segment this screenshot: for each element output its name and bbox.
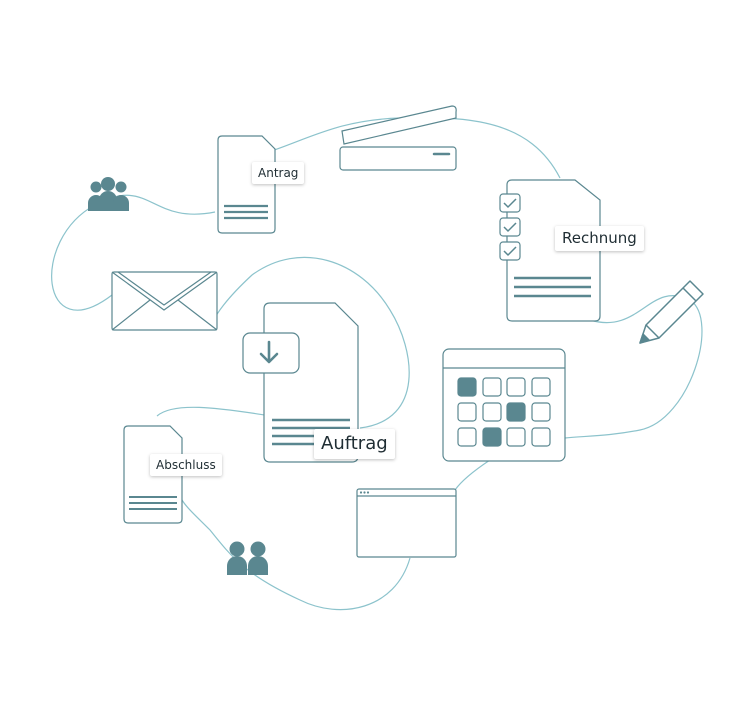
calendar-icon: [442, 348, 566, 462]
document-antrag-icon: [217, 135, 276, 234]
download-document-icon: [242, 302, 359, 463]
label-rechnung: Rechnung: [555, 226, 644, 251]
group-people-icon: [88, 177, 129, 211]
invoice-checklist-icon: [499, 179, 601, 322]
browser-window-icon: [356, 488, 457, 558]
label-antrag: Antrag: [252, 162, 305, 184]
label-auftrag: Auftrag: [314, 429, 395, 459]
pencil-icon: [639, 280, 704, 344]
two-people-icon: [227, 541, 268, 575]
scanner-icon: [339, 105, 457, 171]
envelope-icon: [111, 271, 218, 331]
label-abschluss: Abschluss: [150, 454, 222, 476]
